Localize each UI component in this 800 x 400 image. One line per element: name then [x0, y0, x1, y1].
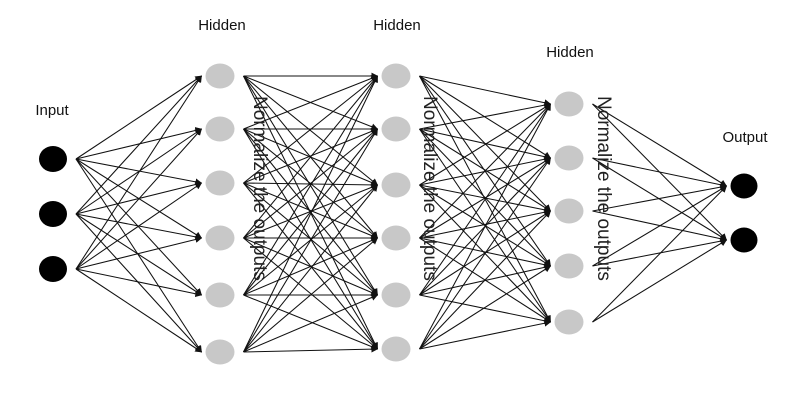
connection-arrow [419, 103, 551, 350]
connection-arrow [75, 75, 202, 270]
output-node [730, 227, 758, 253]
hidden-node [205, 225, 235, 251]
connection-arrow [419, 237, 552, 269]
connection-arrow [419, 101, 552, 130]
connection-arrow [243, 75, 378, 239]
connection-arrow [75, 128, 202, 270]
hidden-node [381, 63, 411, 89]
hidden-node [205, 63, 235, 89]
hidden-node [554, 198, 584, 224]
connection-arrow [592, 185, 728, 267]
connection-arrow [243, 182, 379, 239]
connection-arrow [243, 75, 379, 184]
connection-arrow [592, 103, 728, 187]
connection-arrow [243, 294, 379, 350]
hidden-node [554, 253, 584, 279]
connection-arrow [243, 128, 378, 296]
connection-arrow [243, 128, 379, 239]
input-layer-label: Input [35, 102, 69, 119]
connection-arrow [419, 265, 552, 350]
hidden-layer-1-label: Hidden [198, 17, 246, 34]
connection-arrow [75, 158, 202, 296]
hidden-node [381, 282, 411, 308]
connections [75, 72, 728, 353]
connection-arrow [592, 185, 727, 323]
normalize-label-1: Normalize the outputs [249, 96, 270, 281]
connection-arrow [243, 345, 379, 353]
hidden-node [205, 170, 235, 196]
connection-arrow [75, 75, 203, 160]
connection-arrow [75, 268, 203, 353]
output-node [730, 173, 758, 199]
connection-arrow [419, 75, 552, 107]
connection-arrow [592, 183, 728, 212]
output-layer-label: Output [722, 129, 768, 146]
connection-arrow [75, 213, 203, 296]
connection-arrow [243, 237, 379, 353]
connection-arrow [419, 157, 552, 239]
connection-arrow [592, 237, 728, 267]
connection-arrow [243, 184, 378, 353]
connection-arrow [243, 128, 379, 184]
hidden-node [554, 309, 584, 335]
hidden-node [381, 172, 411, 198]
input-node [39, 201, 67, 227]
connection-arrow [243, 182, 379, 296]
hidden-node [381, 225, 411, 251]
hidden-node [554, 145, 584, 171]
connection-arrow [419, 128, 552, 212]
hidden-layer-2-label: Hidden [373, 17, 421, 34]
connection-arrow [75, 127, 203, 160]
input-node [39, 146, 67, 172]
connection-arrow [75, 268, 203, 298]
connection-arrow [419, 294, 552, 325]
neurons [39, 63, 758, 365]
connection-arrow [75, 75, 202, 215]
hidden-node [205, 339, 235, 365]
connection-arrow [243, 237, 379, 296]
connection-arrow [419, 210, 551, 350]
input-node [39, 256, 67, 282]
hidden-node [205, 282, 235, 308]
connection-arrow [243, 75, 379, 130]
connection-arrow [419, 157, 551, 350]
connection-arrow [592, 157, 728, 189]
connection-arrow [243, 128, 378, 353]
hidden-node [554, 91, 584, 117]
connection-arrow [419, 103, 551, 239]
connection-arrow [419, 319, 552, 350]
connection-arrow [419, 208, 552, 239]
normalize-label-3: Normalize the outputs [593, 96, 614, 281]
connection-arrow [419, 103, 551, 296]
hidden-node [381, 336, 411, 362]
hidden-node [205, 116, 235, 142]
connection-arrow [419, 128, 552, 161]
hidden-node [381, 116, 411, 142]
connection-arrow [243, 75, 378, 296]
connection-arrow [592, 239, 728, 323]
connection-arrow [243, 294, 379, 353]
connection-arrow [75, 182, 203, 270]
connection-arrow [243, 237, 379, 350]
hidden-layer-3-label: Hidden [546, 44, 594, 61]
connection-arrow [419, 103, 552, 186]
connection-arrow [75, 236, 203, 270]
normalize-label-2: Normalize the outputs [419, 96, 440, 281]
connection-arrow [75, 128, 203, 215]
connection-arrow [243, 75, 378, 353]
